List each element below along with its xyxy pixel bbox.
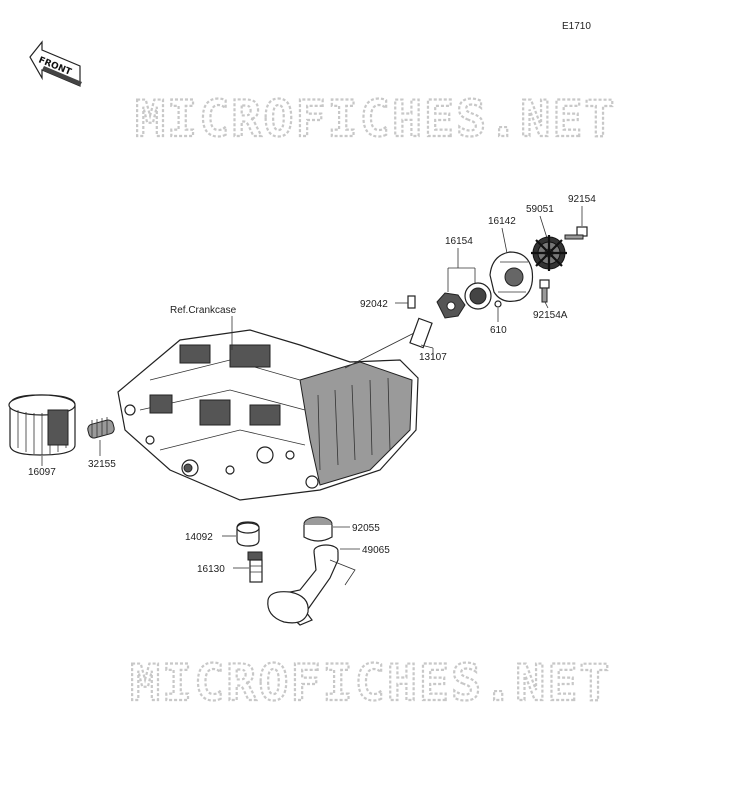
cap-14092 — [236, 521, 260, 547]
label-92154A: 92154A — [533, 310, 568, 321]
rotor-outer-16154 — [464, 282, 492, 310]
strainer-49065 — [267, 544, 356, 626]
label-92055: 92055 — [352, 523, 380, 534]
label-59051: 59051 — [526, 204, 554, 215]
label-92042: 92042 — [360, 299, 388, 310]
label-610: 610 — [490, 325, 507, 336]
label-92154: 92154 — [568, 194, 596, 205]
label-16130: 16130 — [197, 564, 225, 575]
watermark-bottom: MICROFICHES.NET — [130, 654, 612, 712]
label-16097: 16097 — [28, 467, 56, 478]
valve-16130 — [247, 551, 263, 583]
bolt-92154A — [539, 279, 550, 309]
shaft-13107 — [409, 317, 434, 360]
crankcase — [117, 329, 421, 501]
label-49065: 49065 — [362, 545, 390, 556]
oil-filter-16097 — [8, 394, 76, 466]
pin-610 — [494, 300, 502, 308]
front-arrow-icon: FRONT — [29, 40, 82, 87]
label-13107: 13107 — [419, 352, 447, 363]
label-16142: 16142 — [488, 216, 516, 227]
gear-59051 — [531, 235, 567, 271]
label-16154: 16154 — [445, 236, 473, 247]
pin-92042 — [407, 295, 416, 309]
label-14092: 14092 — [185, 532, 213, 543]
seal-92055 — [303, 516, 333, 542]
pump-body-16142 — [489, 251, 534, 302]
label-32155: 32155 — [88, 459, 116, 470]
bolt-92154 — [564, 226, 588, 240]
diagram-code: E1710 — [562, 21, 591, 32]
fitting-32155 — [87, 417, 115, 456]
watermark-top: MICROFICHES.NET — [135, 90, 617, 148]
label-ref-crankcase: Ref.Crankcase — [170, 305, 237, 316]
rotor-inner-16154 — [436, 292, 466, 319]
